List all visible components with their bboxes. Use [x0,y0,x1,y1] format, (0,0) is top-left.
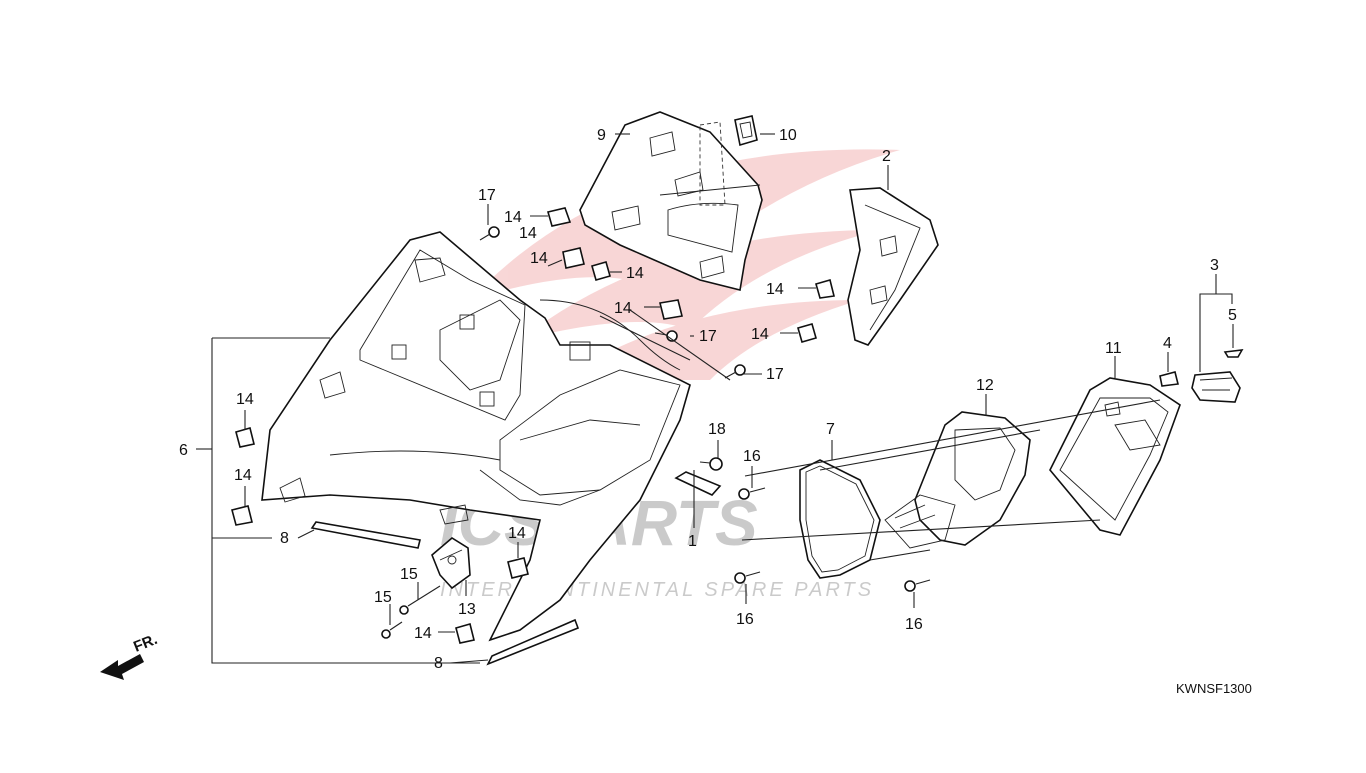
screw-part-15-b [381,621,403,639]
screw-part-16-b [734,571,761,584]
callout-14-g: 14 [236,391,254,408]
screw-part-17-b [654,330,678,342]
callout-14-h: 14 [234,467,252,484]
screw-part-17-c [724,364,746,379]
callout-14-k: 14 [530,250,548,267]
cover-part-2 [847,187,939,346]
callout-7: 7 [826,421,835,438]
bolt-part-18 [699,457,723,471]
callout-17-c: 17 [766,366,784,383]
clips-part-14 [231,207,835,644]
watermark-tagline: INTER CONTINENTAL SPARE PARTS [440,579,874,601]
assembly-part-3 [1159,349,1244,403]
screw-part-16-c [904,579,931,592]
callout-18: 18 [708,421,726,438]
diagram-code: KWNSF1300 [1176,681,1252,696]
callout-16-c: 16 [905,616,923,633]
callout-17-b: 17 [699,328,717,345]
callout-14-f: 14 [751,326,769,343]
callout-8-lower: 8 [434,655,443,672]
seal-part-7 [799,459,881,579]
callout-9: 9 [597,127,606,144]
screws [381,226,931,639]
callout-14-j: 14 [414,625,432,642]
screw-part-16-a [738,487,766,500]
screw-part-17-a [479,226,500,241]
callout-14-b: 14 [519,225,537,242]
clip-part-4 [1159,371,1179,387]
emblem-part-1 [674,471,722,496]
callout-15-a: 15 [400,566,418,583]
front-arrow-icon: FR. [100,631,160,680]
callout-16-a: 16 [743,448,761,465]
callout-4: 4 [1163,335,1172,352]
strip-part-8 [310,521,580,666]
callout-14-d: 14 [614,300,632,317]
callout-1: 1 [688,533,697,550]
callout-14-e: 14 [766,281,784,298]
callout-8-upper: 8 [280,530,289,547]
callout-14-a: 14 [504,209,522,226]
callout-14-i: 14 [508,525,526,542]
callout-15-b: 15 [374,589,392,606]
front-label: FR. [131,631,160,656]
callout-12: 12 [976,377,994,394]
callout-3: 3 [1210,257,1219,274]
callout-17-a: 17 [478,187,496,204]
callout-11: 11 [1105,340,1122,357]
callout-5: 5 [1228,307,1237,324]
grommet-part-10 [734,115,758,147]
inner-cover-part-6 [261,231,691,642]
bracket-part-13 [431,537,471,590]
leader-lines [196,133,1234,664]
lid-part-12 [884,411,1031,549]
panel-part-9 [579,111,763,291]
callout-10: 10 [779,127,797,144]
screw-part-15-a [399,585,441,615]
callout-6: 6 [179,442,188,459]
callout-numbers: 1 2 3 4 5 6 7 8 8 9 10 11 12 13 14 14 14… [179,127,1237,672]
callout-14-c: 14 [626,265,644,282]
pin-part-5 [1223,349,1244,358]
callout-13: 13 [458,601,476,618]
panel-part-11 [1049,377,1181,536]
callout-16-b: 16 [736,611,754,628]
callout-2: 2 [882,148,891,165]
